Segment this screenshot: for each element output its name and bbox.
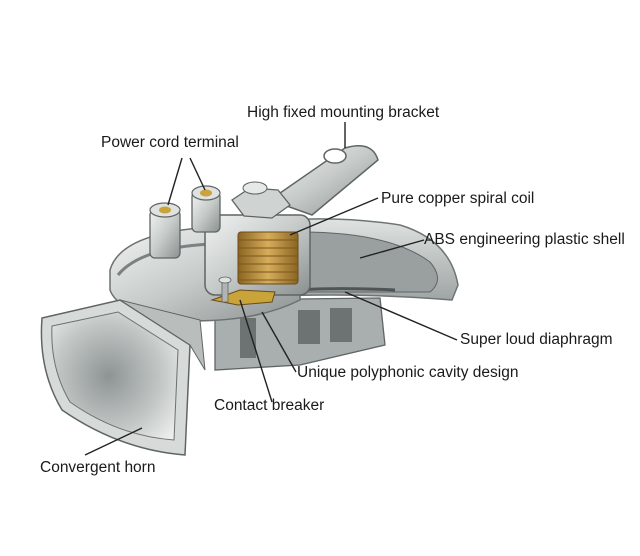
- copper-coil: [237, 231, 299, 285]
- leader-breaker: [239, 299, 273, 403]
- leader-lines: [84, 122, 458, 456]
- leader-coil: [289, 197, 379, 236]
- label-convergent-horn: Convergent horn: [40, 459, 156, 476]
- cavity-slot-3: [240, 318, 256, 358]
- mounting-bracket: [268, 145, 379, 216]
- bracket-hole: [323, 148, 347, 164]
- leader-terminal-b: [189, 157, 206, 191]
- coil-windings: [238, 239, 298, 281]
- leader-diaphragm: [344, 291, 458, 341]
- label-cavity-design: Unique polyphonic cavity design: [297, 364, 519, 381]
- label-diaphragm: Super loud diaphragm: [460, 331, 613, 348]
- leader-terminal-a: [167, 157, 183, 206]
- label-copper-coil: Pure copper spiral coil: [381, 190, 535, 207]
- leader-shell: [359, 239, 425, 259]
- power-terminals: [149, 185, 221, 259]
- horn-neck: [119, 299, 206, 371]
- leader-horn: [84, 427, 143, 456]
- cavity-slot-2: [330, 308, 352, 342]
- label-power-cord-terminal: Power cord terminal: [101, 134, 239, 151]
- leader-cavity: [261, 311, 297, 373]
- label-contact-breaker: Contact breaker: [214, 397, 325, 414]
- label-mounting-bracket: High fixed mounting bracket: [247, 104, 440, 121]
- shell-inner-cut: [299, 231, 438, 293]
- label-abs-shell: ABS engineering plastic shell: [424, 231, 625, 248]
- horn-mouth: [51, 311, 179, 441]
- contact-breaker: [210, 276, 276, 306]
- cavity-slot-1: [298, 310, 320, 344]
- bolt-head: [242, 181, 268, 195]
